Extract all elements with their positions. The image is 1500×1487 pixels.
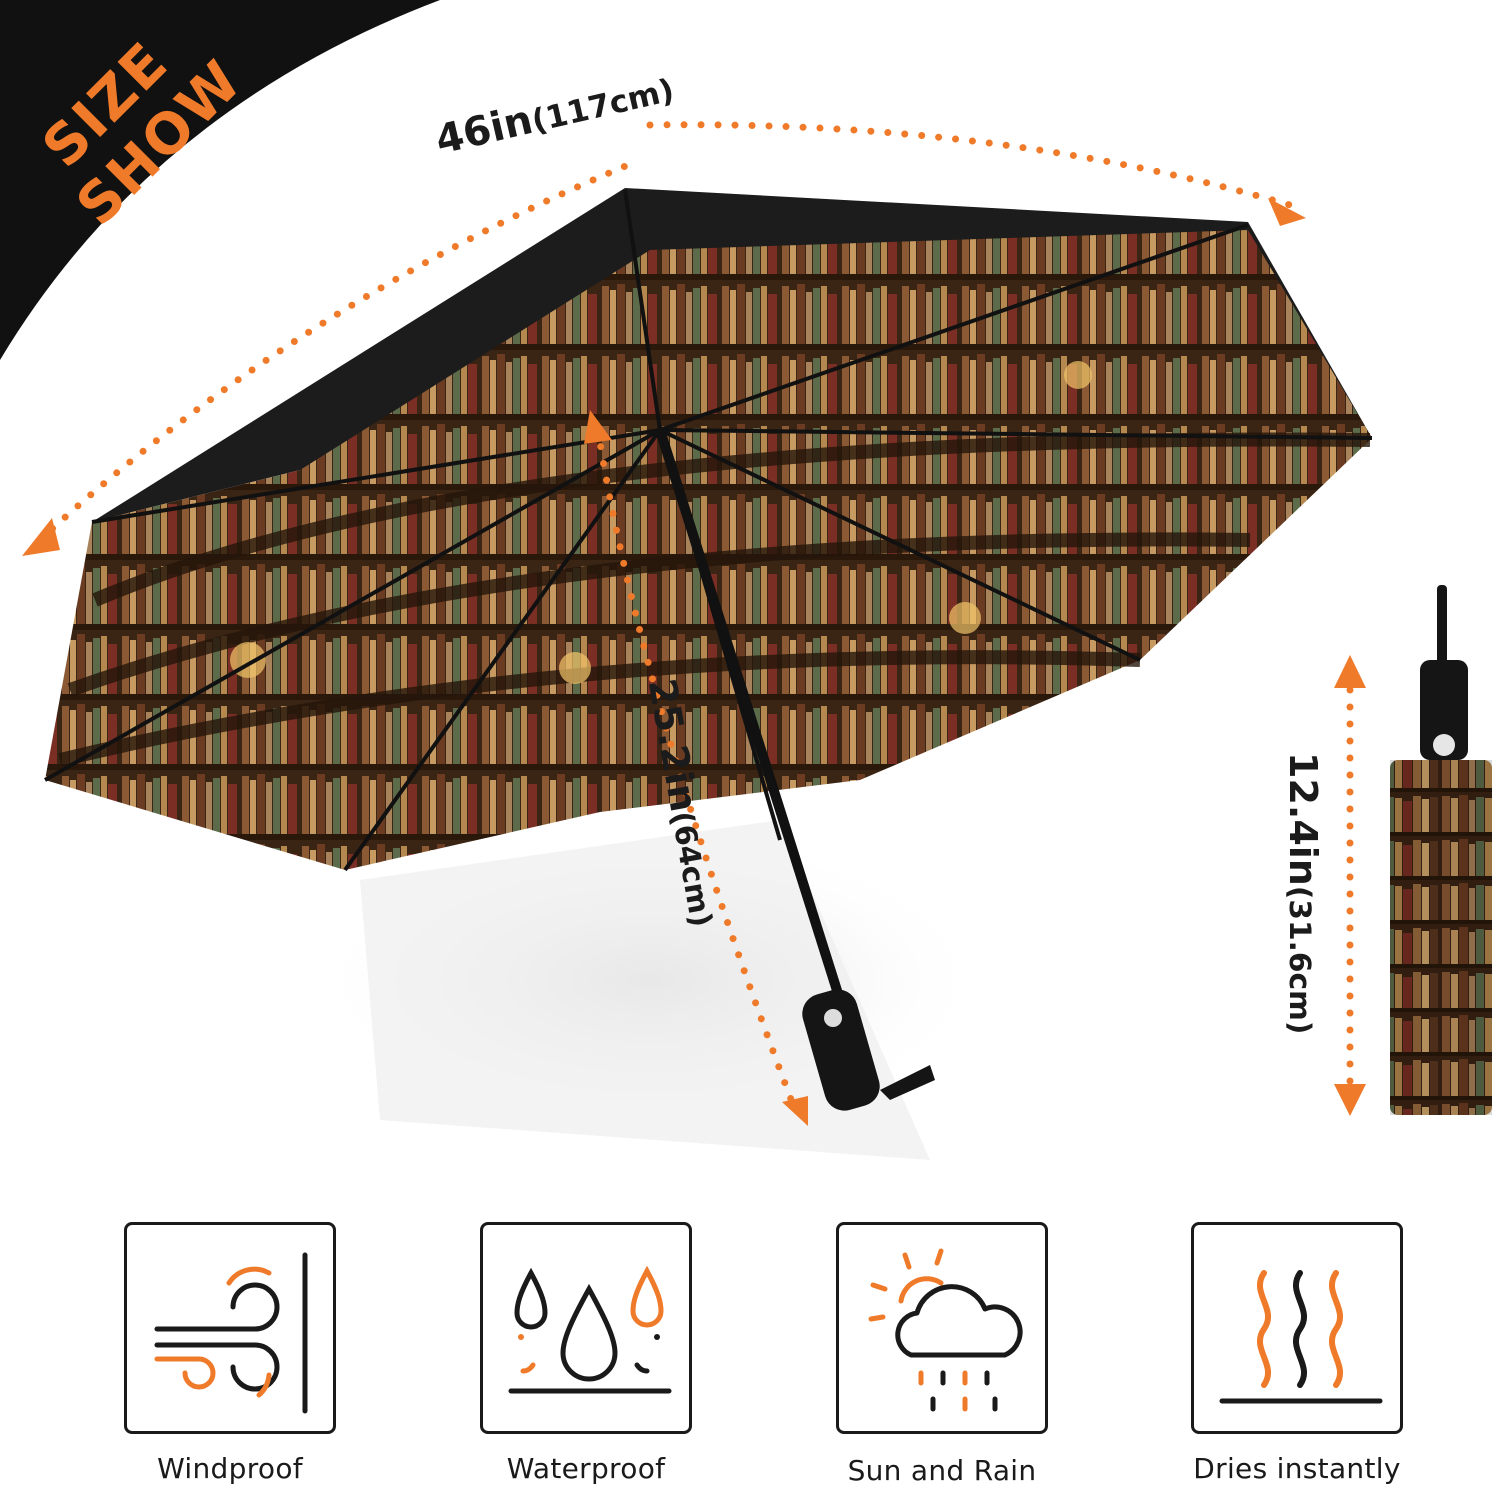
umbrella-shaft [655, 428, 845, 1002]
corner-badge-shape [0, 0, 440, 360]
feature-windproof-label: Windproof [157, 1452, 303, 1485]
feature-sun-and-rain-label: Sun and Rain [847, 1454, 1037, 1487]
open-length-arrow-head [782, 1096, 808, 1126]
umbrella-scene [0, 0, 1492, 1160]
folded-length-label: 12.4in(31.6cm) [1281, 752, 1325, 1035]
feature-waterproof-label: Waterproof [506, 1452, 666, 1485]
feature-waterproof [480, 1222, 692, 1434]
width-arrow [36, 121, 1294, 544]
folded-length-sub: (31.6cm) [1283, 885, 1318, 1035]
folded-umbrella-handle [1420, 660, 1468, 760]
feature-windproof [124, 1222, 336, 1434]
wind-icon [154, 1252, 308, 1414]
canopy-inner-books [45, 230, 1372, 870]
heat-waves-icon [1219, 1270, 1383, 1404]
umbrella-handle [802, 989, 880, 1111]
width-arrow-right-head [1268, 198, 1306, 226]
folded-umbrella-body [1390, 760, 1492, 1115]
feature-dries-instantly [1191, 1222, 1403, 1434]
folded-length-main: 12.4in [1281, 752, 1325, 886]
feature-sun-and-rain [836, 1222, 1048, 1434]
sun-cloud-rain-icon [868, 1248, 1023, 1412]
folded-length-arrow-head [1334, 1084, 1366, 1116]
width-arrow-left-head [22, 518, 60, 556]
water-drops-icon [508, 1265, 672, 1394]
feature-dries-instantly-label: Dries instantly [1193, 1452, 1401, 1485]
floor-light [360, 820, 930, 1160]
